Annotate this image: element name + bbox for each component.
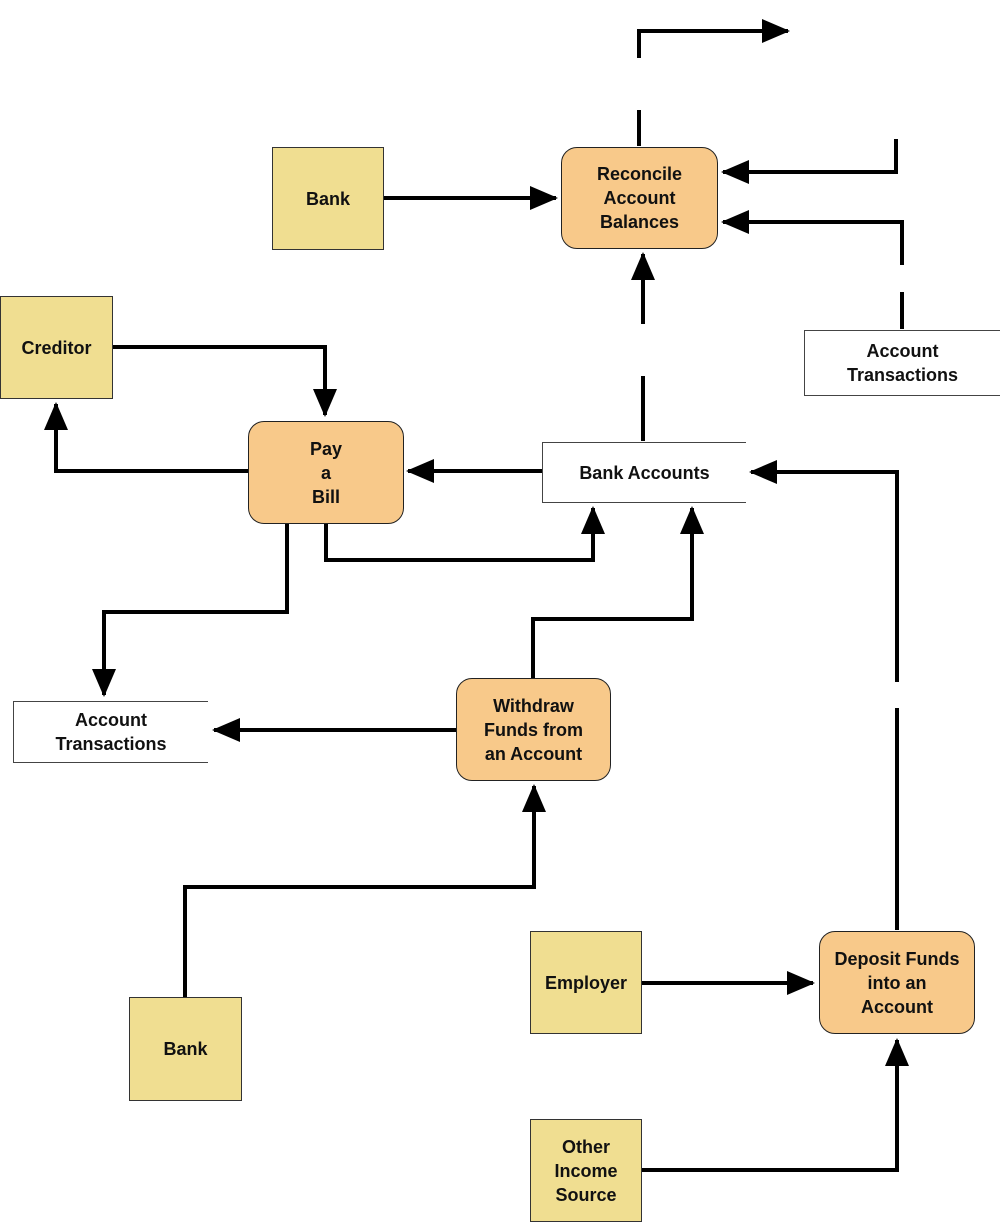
flow-transactions-to-reconcile (721, 210, 904, 265)
bank-entity-top: Bank (272, 147, 384, 250)
reconcile-account-balances-process: Reconcile Account Balances (561, 147, 718, 249)
flow-pay-bill-to-bank-accounts (324, 506, 605, 562)
flow-bank-to-withdraw (183, 784, 546, 997)
pay-a-bill-process: Pay a Bill (248, 421, 404, 524)
other-income-source-entity: Other Income Source (530, 1119, 642, 1222)
flow-creditor-to-pay-bill (113, 345, 337, 417)
flow-pay-bill-to-transactions (92, 524, 289, 697)
bank-accounts-store: Bank Accounts (542, 442, 746, 503)
flow-withdraw-to-bank-accounts (531, 506, 704, 678)
flow-reconcile-out-arrow (637, 19, 790, 58)
withdraw-funds-process: Withdraw Funds from an Account (456, 678, 611, 781)
flow-top-right-to-reconcile (721, 139, 898, 184)
creditor-entity: Creditor (0, 296, 113, 399)
bank-entity-bottom: Bank (129, 997, 242, 1101)
flow-pay-bill-to-creditor (44, 402, 248, 473)
account-transactions-store-right: Account Transactions (804, 330, 1000, 396)
account-transactions-store-left: Account Transactions (13, 701, 208, 763)
deposit-funds-process: Deposit Funds into an Account (819, 931, 975, 1034)
employer-entity: Employer (530, 931, 642, 1034)
flow-deposit-to-bank-accounts (749, 460, 899, 682)
flow-other-income-to-deposit (642, 1038, 909, 1172)
